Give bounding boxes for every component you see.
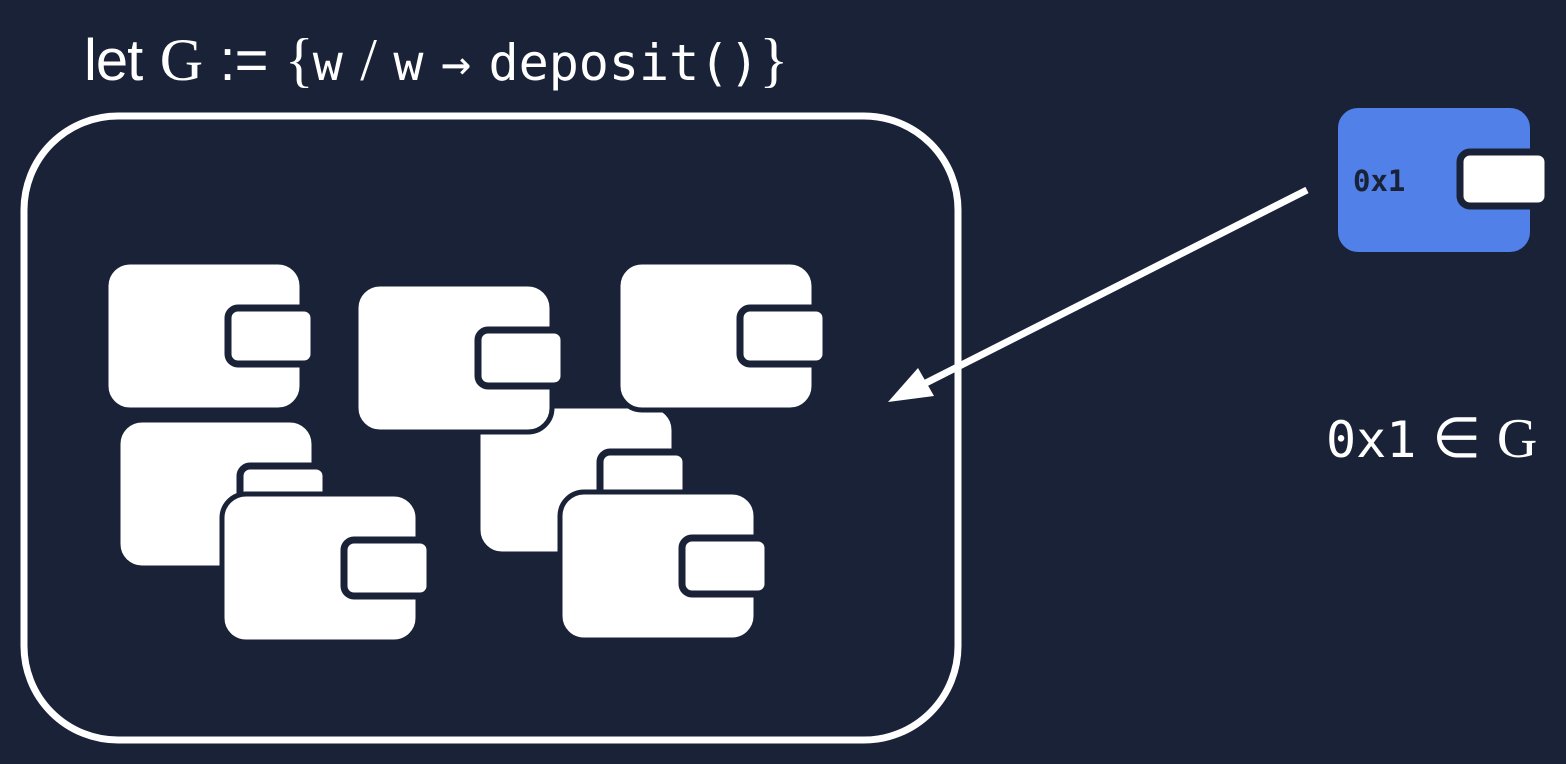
- deposit-call: deposit(): [488, 34, 760, 92]
- wallet-icon: [222, 494, 430, 642]
- set-g-container: [20, 112, 962, 744]
- member-set: G: [1496, 408, 1538, 470]
- membership-formula: 0x1 ∈ G: [1326, 404, 1537, 475]
- implies-arrow: →: [440, 34, 472, 92]
- wallet-icon: [618, 262, 826, 410]
- let-keyword: let: [84, 28, 143, 93]
- wallet-icon: [106, 262, 314, 410]
- join-arrow: [888, 186, 1309, 402]
- arrow-head: [888, 368, 934, 402]
- variable-w: w: [312, 34, 343, 92]
- set-definition: let G := {w / w → deposit()}: [84, 22, 788, 101]
- arrow-shaft: [910, 186, 1309, 394]
- close-brace: }: [759, 27, 788, 93]
- variable-w-2: w: [393, 34, 424, 92]
- element-of-symbol: ∈: [1432, 408, 1481, 470]
- set-name: G: [159, 27, 203, 93]
- wallet-address: 0x1: [1353, 164, 1405, 198]
- assign-operator: :=: [219, 28, 268, 93]
- member-element: 0x1: [1326, 411, 1417, 469]
- wallet-clasp: [1456, 148, 1552, 210]
- wallet-icon: [560, 492, 768, 640]
- open-brace: {: [284, 27, 314, 93]
- separator: /: [360, 27, 377, 93]
- new-wallet-0x1: 0x1: [1334, 104, 1552, 256]
- wallet-icon: [356, 284, 564, 432]
